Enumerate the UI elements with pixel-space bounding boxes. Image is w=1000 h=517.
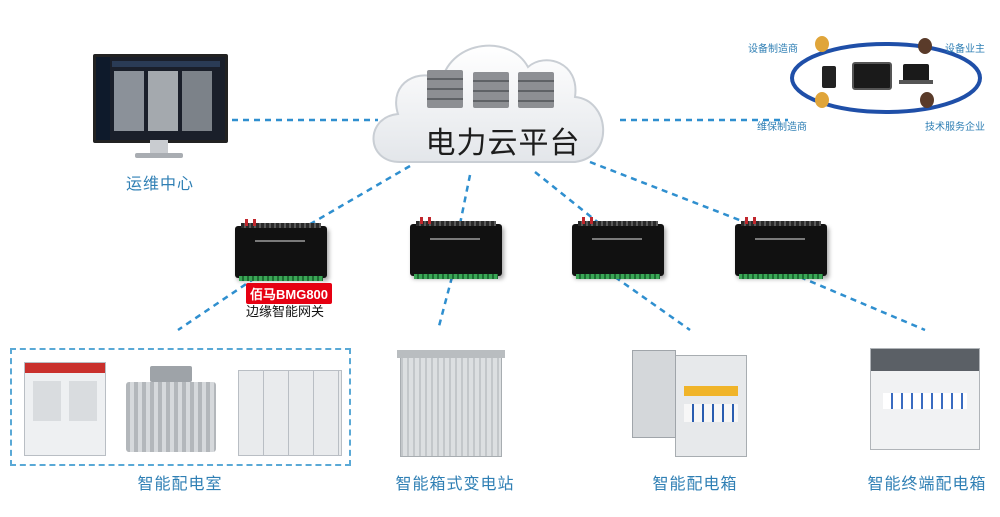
endpoint-label: 智能配电箱 — [652, 474, 738, 493]
gateway-desc-label: 边缘智能网关 — [246, 305, 325, 320]
endpoint-label: 智能终端配电箱 — [867, 474, 987, 493]
server-icon — [518, 72, 554, 108]
phone-icon — [822, 66, 836, 88]
gateway-device-icon — [235, 219, 327, 281]
endpoint-label: 智能箱式变电站 — [395, 474, 515, 493]
distribution-room-group — [10, 348, 351, 466]
transformer-top-icon — [150, 366, 192, 382]
equipment-maker-label: 设备制造商 — [748, 44, 798, 55]
laptop-icon — [903, 64, 929, 80]
person-icon — [920, 92, 934, 108]
server-icon — [473, 72, 509, 108]
open-door-icon — [632, 350, 676, 438]
box-substation-icon — [397, 350, 505, 457]
transformer-icon — [126, 382, 216, 452]
equipment-owner-label: 设备业主 — [945, 44, 985, 55]
monitor-icon — [93, 54, 228, 143]
ops-center-label: 运维中心 — [125, 174, 194, 193]
monitor-base — [135, 153, 183, 158]
cloud-platform-label: 电力云平台 — [425, 126, 581, 161]
cabinet-row-icon — [238, 370, 342, 456]
tablet-icon — [852, 62, 892, 90]
person-icon — [815, 92, 829, 108]
server-icon — [427, 70, 463, 108]
gateway-device-icon — [735, 217, 827, 279]
switchgear-icon — [24, 362, 106, 456]
maintenance-maker-label: 维保制造商 — [757, 122, 807, 133]
tech-service-label: 技术服务企业 — [925, 122, 985, 133]
ecosystem-ring — [790, 42, 982, 114]
person-icon — [918, 38, 932, 54]
endpoint-label: 智能配电室 — [137, 474, 223, 493]
gateway-device-icon — [572, 217, 664, 279]
gateway-device-icon — [410, 217, 502, 279]
person-icon — [815, 36, 829, 52]
distribution-box-icon — [675, 355, 747, 457]
terminal-box-icon — [870, 348, 980, 450]
laptop-base-icon — [899, 80, 933, 84]
gateway-model-badge: 佰马BMG800 — [246, 283, 333, 304]
monitor-stand — [150, 140, 168, 154]
